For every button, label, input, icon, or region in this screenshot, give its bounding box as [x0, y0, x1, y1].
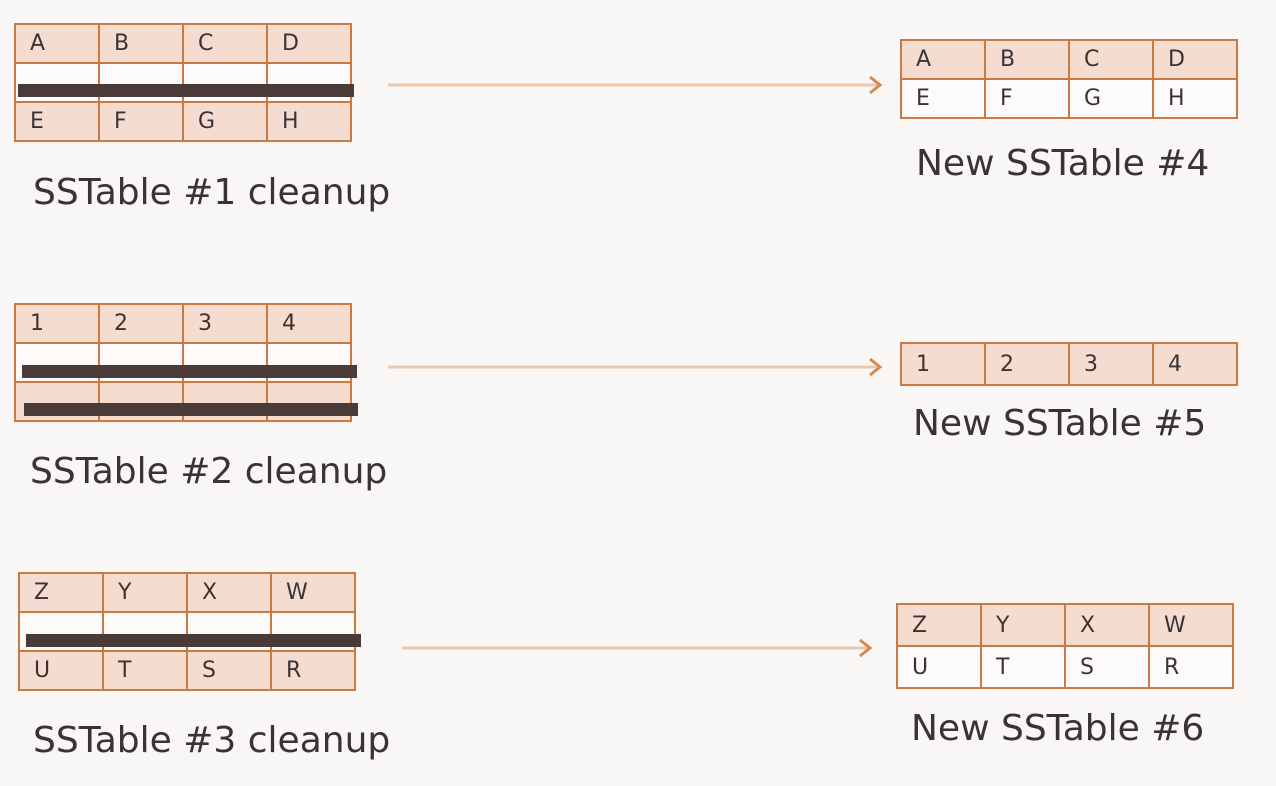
target-caption-6: New SSTable #6	[911, 708, 1205, 749]
table-row: Z Y X W	[18, 572, 356, 613]
table-cell: T	[980, 645, 1066, 689]
table-cell: E	[900, 78, 986, 119]
table-cell: 3	[182, 303, 268, 344]
table-cell: 2	[98, 303, 184, 344]
target-table-5: 1 2 3 4	[900, 342, 1238, 386]
table-cell: X	[186, 572, 272, 613]
table-cell: H	[1152, 78, 1238, 119]
table-cell: F	[984, 78, 1070, 119]
table-row: Z Y X W	[896, 603, 1234, 647]
table-cell: Y	[980, 603, 1066, 647]
table-cell: T	[102, 650, 188, 691]
table-row: U T S R	[896, 645, 1234, 689]
table-cell: A	[900, 39, 986, 80]
table-row: U T S R	[18, 650, 356, 691]
table-cell: U	[18, 650, 104, 691]
table-cell: Z	[18, 572, 104, 613]
target-caption-4: New SSTable #4	[916, 143, 1210, 184]
table-cell: U	[896, 645, 982, 689]
table-cell: A	[14, 23, 100, 64]
table-cell: C	[1068, 39, 1154, 80]
table-cell: 4	[1152, 342, 1238, 386]
table-cell: 1	[14, 303, 100, 344]
table-row: 1 2 3 4	[14, 303, 352, 344]
table-cell: D	[266, 23, 352, 64]
source-caption-2: SSTable #2 cleanup	[30, 451, 388, 492]
strikethrough-bar	[22, 365, 357, 378]
table-cell: H	[266, 101, 352, 142]
source-caption-3: SSTable #3 cleanup	[33, 720, 391, 761]
table-cell: B	[98, 23, 184, 64]
arrow-right-icon	[388, 75, 883, 95]
target-caption-5: New SSTable #5	[913, 403, 1207, 444]
table-cell: W	[270, 572, 356, 613]
source-table-1: A B C D E F G H	[14, 23, 352, 142]
table-cell: B	[984, 39, 1070, 80]
table-cell: 3	[1068, 342, 1154, 386]
strikethrough-bar	[18, 84, 354, 97]
table-row: E F G H	[14, 101, 352, 142]
table-cell: 4	[266, 303, 352, 344]
strikethrough-bar	[26, 634, 361, 647]
table-row: A B C D	[14, 23, 352, 64]
target-table-4: A B C D E F G H	[900, 39, 1238, 119]
target-table-6: Z Y X W U T S R	[896, 603, 1234, 689]
arrow-right-icon	[402, 638, 873, 658]
table-cell: G	[182, 101, 268, 142]
arrow-right-icon	[388, 357, 883, 377]
table-cell: 2	[984, 342, 1070, 386]
table-cell: E	[14, 101, 100, 142]
table-cell: G	[1068, 78, 1154, 119]
strikethrough-bar	[24, 403, 358, 416]
table-cell: R	[1148, 645, 1234, 689]
table-cell: D	[1152, 39, 1238, 80]
table-row: 1 2 3 4	[900, 342, 1238, 386]
table-cell: S	[186, 650, 272, 691]
table-row: E F G H	[900, 78, 1238, 119]
table-cell: Z	[896, 603, 982, 647]
table-cell: Y	[102, 572, 188, 613]
table-cell: F	[98, 101, 184, 142]
table-row: A B C D	[900, 39, 1238, 80]
table-cell: X	[1064, 603, 1150, 647]
source-caption-1: SSTable #1 cleanup	[33, 172, 391, 213]
table-cell: S	[1064, 645, 1150, 689]
source-table-3: Z Y X W U T S R	[18, 572, 356, 691]
table-cell: 1	[900, 342, 986, 386]
table-cell: R	[270, 650, 356, 691]
table-cell: W	[1148, 603, 1234, 647]
table-cell: C	[182, 23, 268, 64]
